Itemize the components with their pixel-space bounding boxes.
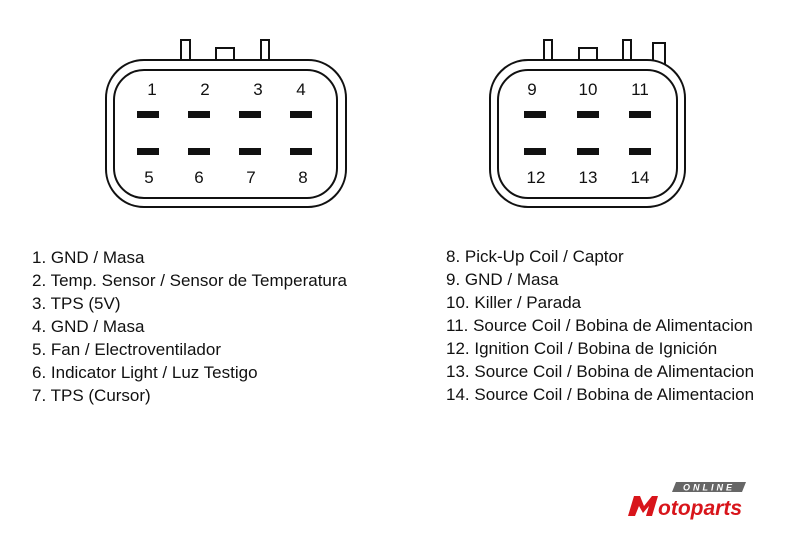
logo-m-mark: [628, 496, 658, 516]
legend-item: 8. Pick-Up Coil / Captor: [446, 247, 624, 266]
pin-9: [524, 111, 546, 118]
pin-3: [239, 111, 261, 118]
pin-6: [188, 148, 210, 155]
legend-item: 1. GND / Masa: [32, 248, 145, 267]
pin-13: [577, 148, 599, 155]
pin-12: [524, 148, 546, 155]
connector-inner-shell: [113, 69, 338, 199]
pin-11: [629, 111, 651, 118]
pin-10: [577, 111, 599, 118]
logo-name-text: otoparts: [658, 497, 742, 520]
pin-label: 14: [631, 168, 650, 187]
connector-inner-shell: [497, 69, 678, 199]
legend-item: 5. Fan / Electroventilador: [32, 340, 221, 359]
connector-outer-shell: [489, 59, 686, 208]
connector-6-pin: [489, 39, 686, 208]
pin-14: [629, 148, 651, 155]
legend-item: 10. Killer / Parada: [446, 293, 582, 312]
connector-outer-shell: [105, 59, 347, 208]
pin-label: 1: [147, 80, 156, 99]
pin-legend-right: 8. Pick-Up Coil / Captor 9. GND / Masa 1…: [446, 245, 754, 406]
legend-item: 14. Source Coil / Bobina de Alimentacion: [446, 385, 755, 404]
pin-5: [137, 148, 159, 155]
pin-label: 12: [527, 168, 546, 187]
legend-item: 13. Source Coil / Bobina de Alimentacion: [446, 362, 755, 381]
legend-item: 7. TPS (Cursor): [32, 386, 151, 405]
pin-label: 2: [200, 80, 209, 99]
logo-tag-text: ONLINE: [683, 483, 735, 493]
pin-label: 7: [246, 168, 255, 187]
connector-tabs: [543, 39, 666, 66]
pin-1: [137, 111, 159, 118]
pin-legend-left: 1. GND / Masa 2. Temp. Sensor / Sensor d…: [32, 246, 347, 407]
logo-tag-background: [672, 482, 746, 492]
motoparts-logo: ONLINE otoparts: [628, 482, 746, 520]
pin-label: 5: [144, 168, 153, 187]
pin-7: [239, 148, 261, 155]
pin-8: [290, 148, 312, 155]
pins-b: [524, 111, 651, 155]
pins-a: [137, 111, 312, 155]
pin-label: 3: [253, 80, 262, 99]
legend-item: 12. Ignition Coil / Bobina de Ignición: [446, 339, 718, 358]
connector-tabs: [180, 39, 270, 60]
legend-item: 11. Source Coil / Bobina de Alimentacion: [446, 316, 753, 335]
pin-label: 4: [296, 80, 305, 99]
legend-item: 4. GND / Masa: [32, 317, 145, 336]
connector-8-pin: [105, 39, 347, 208]
pin-label: 8: [298, 168, 307, 187]
pin-label: 10: [579, 80, 598, 99]
pin-4: [290, 111, 312, 118]
pin-label: 6: [194, 168, 203, 187]
pin-label: 13: [579, 168, 598, 187]
legend-item: 3. TPS (5V): [32, 294, 121, 313]
legend-item: 6. Indicator Light / Luz Testigo: [32, 363, 258, 382]
legend-item: 2. Temp. Sensor / Sensor de Temperatura: [32, 271, 347, 290]
legend-item: 9. GND / Masa: [446, 270, 559, 289]
pin-2: [188, 111, 210, 118]
pin-label: 9: [527, 80, 536, 99]
pin-label: 11: [631, 80, 649, 99]
